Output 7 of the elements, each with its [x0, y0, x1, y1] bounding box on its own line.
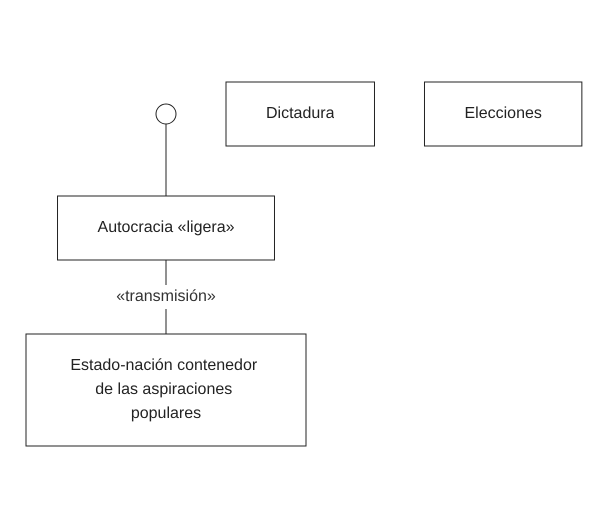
connector	[165, 124, 166, 196]
node-box: Autocracia «ligera»	[56, 196, 275, 260]
node-box: Estado-nación contenedor de las aspiraciones populares	[25, 334, 306, 446]
edge-label: «transmisión»	[116, 288, 216, 305]
node-box: Elecciones	[424, 82, 582, 146]
node-box: Dictadura	[225, 82, 375, 146]
node-circle	[155, 104, 176, 124]
